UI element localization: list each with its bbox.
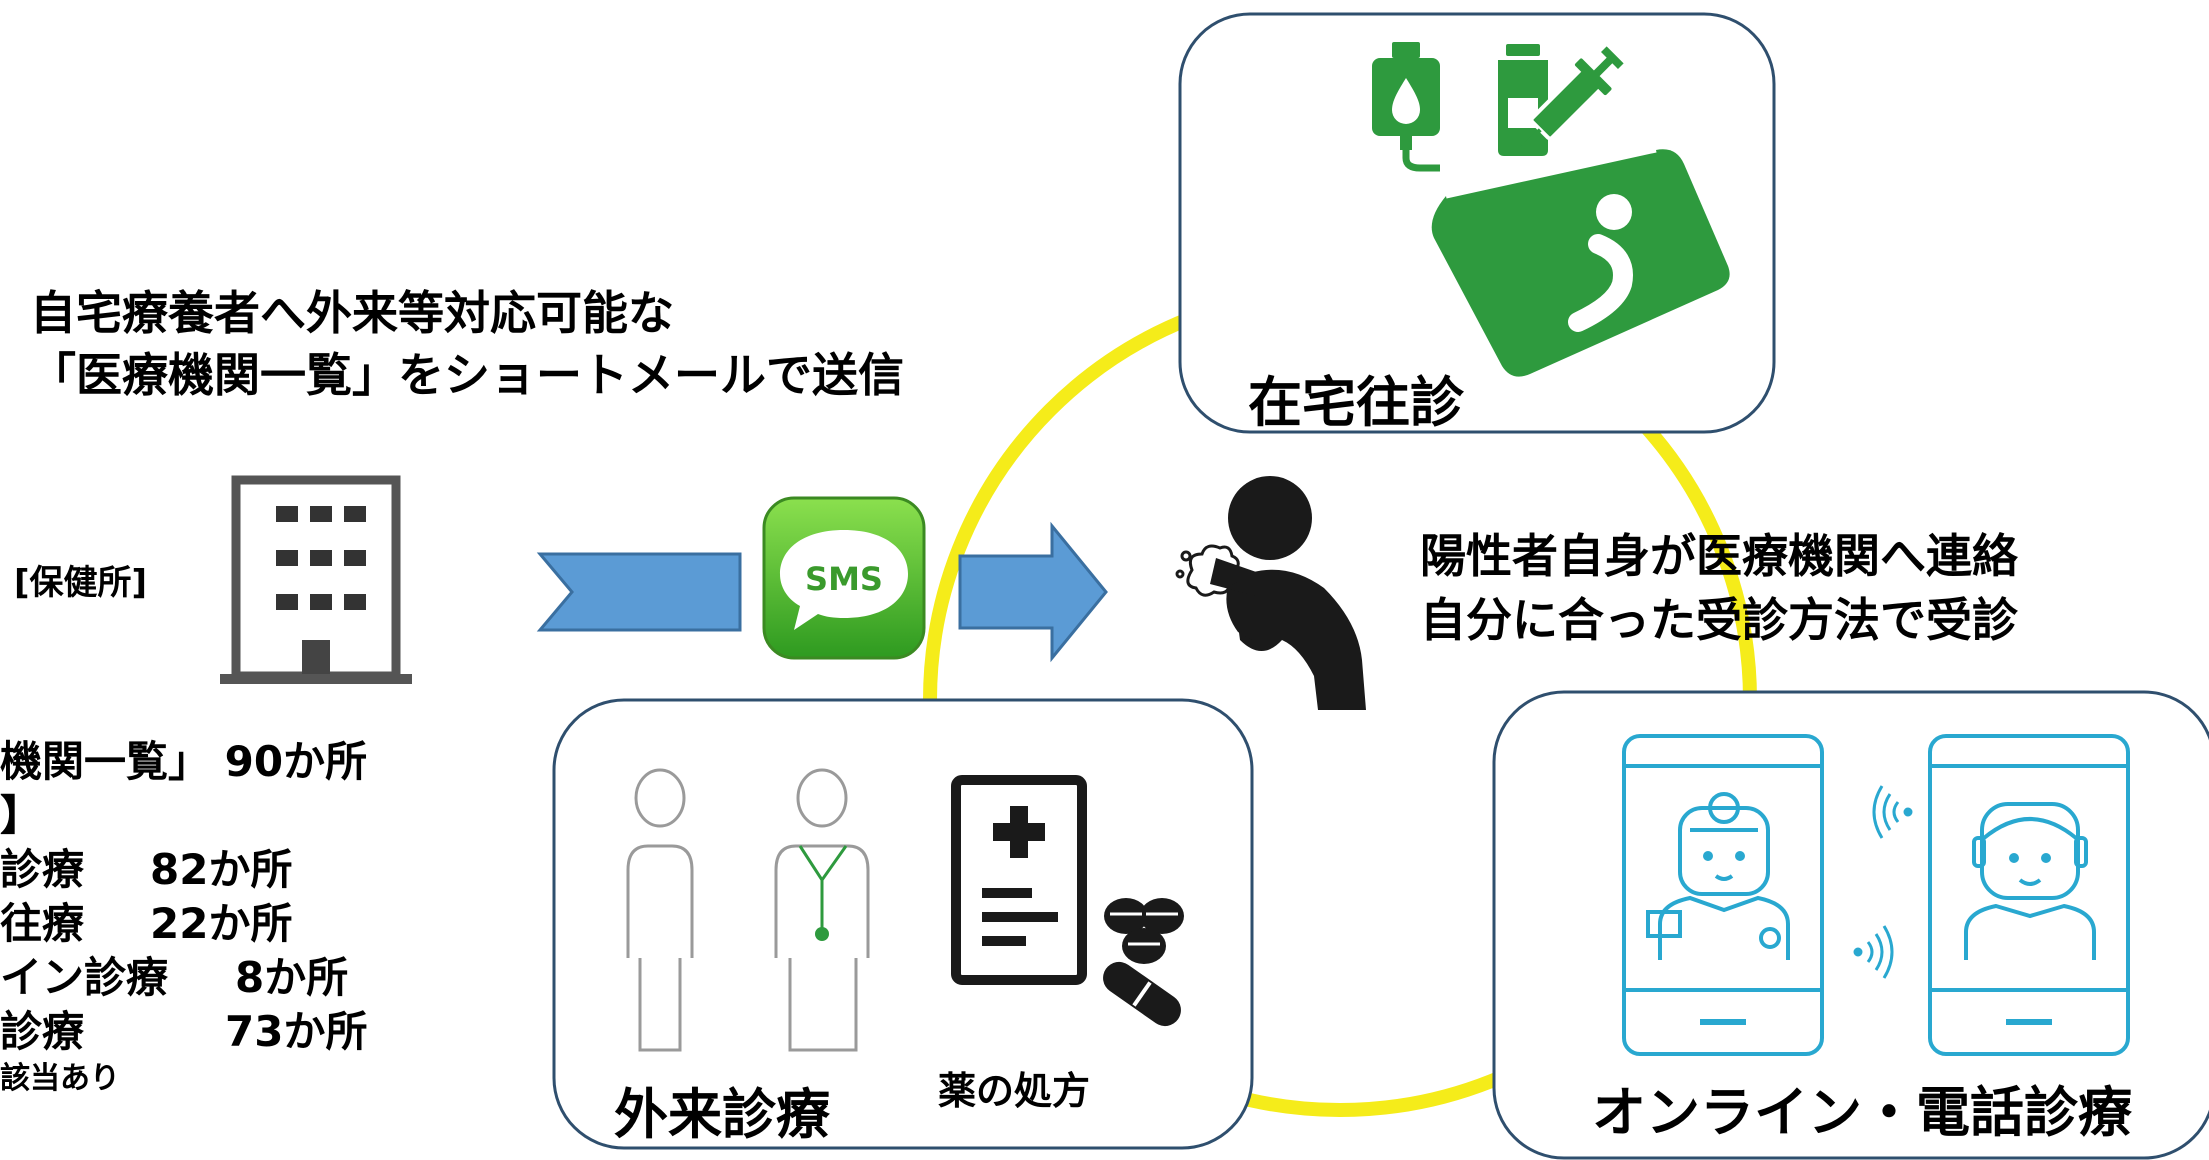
sms-label: SMS xyxy=(805,560,883,598)
patient-line-1: 陽性者自身が医療機関へ連絡 xyxy=(1420,529,2018,583)
list-item-count: 82か所 xyxy=(150,845,293,894)
list-item-count: 73か所 xyxy=(225,1007,368,1056)
patient-line-2: 自分に合った受診方法で受診 xyxy=(1420,593,2018,647)
coughing-person-icon xyxy=(1175,476,1366,710)
patient-on-phone-icon xyxy=(1928,734,2130,1056)
list-line-1: 機関一覧」 90か所 xyxy=(0,737,368,786)
list-item-count: 22か所 xyxy=(150,899,293,948)
doctor-on-phone-icon xyxy=(1622,734,1824,1056)
patient-bed-icon xyxy=(1431,147,1730,377)
health-center-label: [保健所] xyxy=(14,563,148,603)
list-item-label: 診療 xyxy=(0,845,85,894)
iv-drip-bag-icon xyxy=(1372,42,1440,172)
home-visit-title: 在宅往診 xyxy=(1248,371,1464,434)
syringe-vial-icon xyxy=(1498,44,1624,156)
patient-doctor-outline-icon xyxy=(626,768,870,1052)
prescription-label: 薬の処方 xyxy=(938,1069,1091,1113)
headline-line-1: 自宅療養者へ外来等対応可能な xyxy=(30,286,674,340)
patient-action-text: 陽性者自身が医療機関へ連絡 自分に合った受診方法で受診 xyxy=(1420,524,2018,652)
send-arrow-right xyxy=(958,521,1108,663)
list-item-count: 8か所 xyxy=(235,953,349,1002)
list-item-label: 診療 xyxy=(0,1007,85,1056)
headline-line-2: 「医療機関一覧」をショートメールで送信 xyxy=(30,348,904,402)
wireless-signal-icon xyxy=(1853,785,1913,979)
prescription-pills-icon xyxy=(951,775,1184,1027)
list-item-label: イン診療 xyxy=(0,953,169,1002)
send-arrow-left xyxy=(536,552,742,632)
list-line-2: 】 xyxy=(0,791,43,840)
sms-speech-bubble-icon: SMS xyxy=(762,496,926,660)
stethoscope-icon xyxy=(815,927,829,941)
online-box xyxy=(1492,690,2209,1160)
office-building-icon xyxy=(220,475,412,684)
list-item-label: 往療 xyxy=(0,899,85,948)
list-note: 該当あり xyxy=(0,1061,120,1096)
online-title: オンライン・電話診療 xyxy=(1592,1081,2132,1144)
headline: 自宅療養者へ外来等対応可能な 「医療機関一覧」をショートメールで送信 xyxy=(30,282,904,406)
outpatient-title: 外来診療 xyxy=(614,1083,830,1146)
